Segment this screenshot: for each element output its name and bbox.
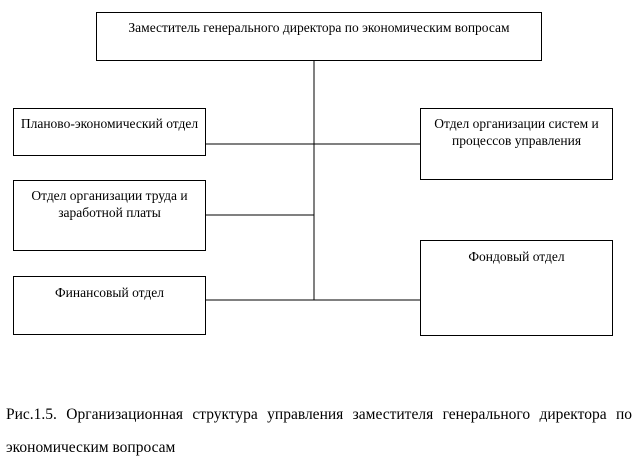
node-label: Отдел организации труда и заработной пла…	[31, 188, 188, 220]
node-fund-department: Фондовый отдел	[420, 240, 613, 336]
root-node-deputy-director: Заместитель генерального директора по эк…	[96, 12, 542, 61]
node-label: Отдел организации систем и процессов упр…	[434, 116, 599, 148]
node-label: Планово-экономический отдел	[20, 116, 199, 131]
root-node-label: Заместитель генерального директора по эк…	[128, 20, 510, 35]
node-finance-department: Финансовый отдел	[13, 276, 206, 335]
node-label: Фондовый отдел	[468, 249, 565, 264]
node-management-systems-department: Отдел организации систем и процессов упр…	[420, 108, 613, 180]
node-label: Финансовый отдел	[54, 285, 164, 300]
figure-caption: Рис.1.5. Организационная структура управ…	[6, 406, 632, 456]
node-planning-economic-department: Планово-экономический отдел	[13, 108, 206, 156]
node-labor-organization-department: Отдел организации труда и заработной пла…	[13, 180, 206, 251]
